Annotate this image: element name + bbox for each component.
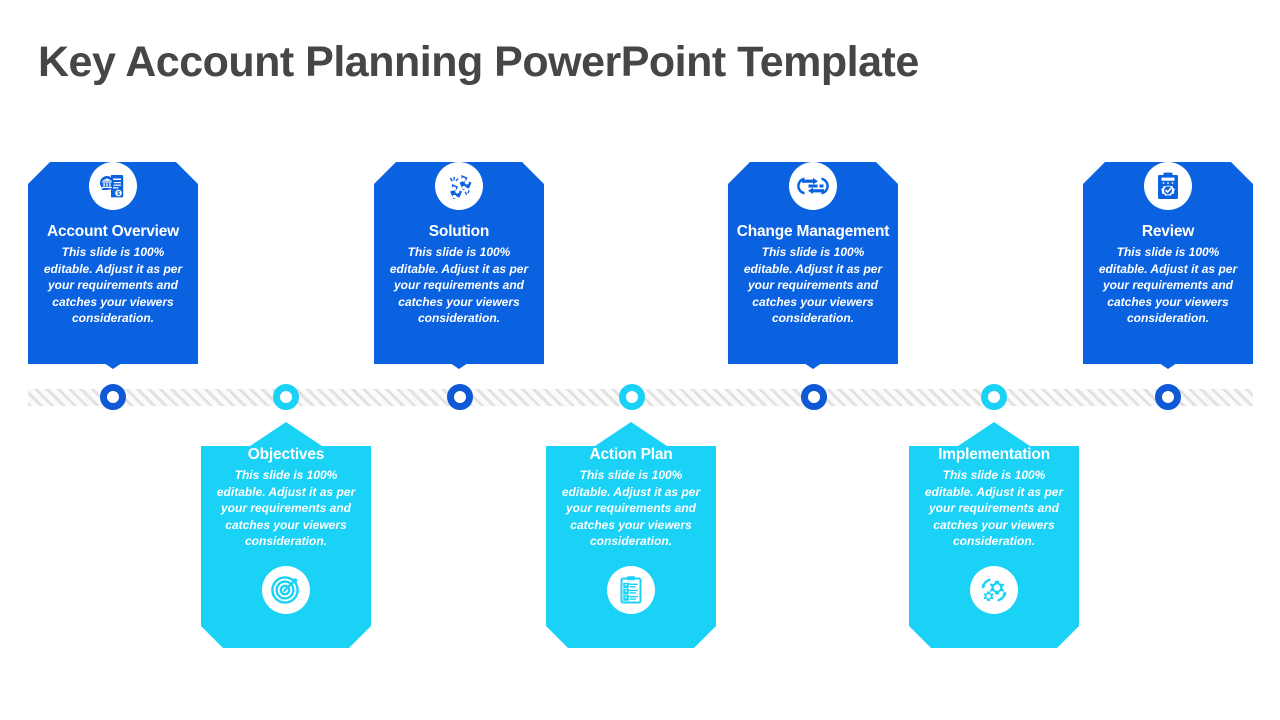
card-change-management[interactable]: Change Management This slide is 100% edi…	[728, 143, 898, 369]
card-body: Review This slide is 100% editable. Adju…	[1083, 162, 1253, 364]
gears-refresh-icon	[970, 565, 1018, 614]
card-body: Implementation This slide is 100% editab…	[909, 446, 1079, 648]
timeline-node-1[interactable]	[100, 384, 126, 410]
card-title: Objectives	[247, 446, 325, 463]
card-title: Action Plan	[589, 446, 673, 463]
card-body: $ Account Overview This slide is 100% ed…	[28, 162, 198, 364]
card-description: This slide is 100% editable. Adjust it a…	[216, 468, 356, 549]
clipboard-check-badge-icon	[1144, 162, 1192, 210]
timeline-node-5[interactable]	[801, 384, 827, 410]
card-review[interactable]: Review This slide is 100% editable. Adju…	[1083, 143, 1253, 369]
target-arrow-icon	[262, 565, 310, 614]
card-title: Change Management	[736, 223, 890, 240]
card-body: Objectives This slide is 100% editable. …	[201, 446, 371, 648]
node-ring-icon	[981, 384, 1007, 410]
card-body: Change Management This slide is 100% edi…	[728, 162, 898, 364]
gear-arrows-icon	[789, 162, 837, 210]
card-objectives[interactable]: Objectives This slide is 100% editable. …	[201, 422, 371, 648]
card-pointer	[250, 422, 322, 446]
timeline-node-3[interactable]	[447, 384, 473, 410]
card-description: This slide is 100% editable. Adjust it a…	[389, 245, 529, 326]
node-ring-icon	[1155, 384, 1181, 410]
node-ring-icon	[100, 384, 126, 410]
card-account-overview[interactable]: $ Account Overview This slide is 100% ed…	[28, 143, 198, 369]
card-description: This slide is 100% editable. Adjust it a…	[924, 468, 1064, 549]
card-solution[interactable]: Solution This slide is 100% editable. Ad…	[374, 143, 544, 369]
card-description: This slide is 100% editable. Adjust it a…	[743, 245, 883, 326]
checklist-clipboard-icon	[607, 565, 655, 614]
card-body: Solution This slide is 100% editable. Ad…	[374, 162, 544, 364]
node-ring-icon	[801, 384, 827, 410]
card-title: Account Overview	[46, 223, 180, 240]
node-ring-icon	[447, 384, 473, 410]
card-pointer	[958, 422, 1030, 446]
card-implementation[interactable]: Implementation This slide is 100% editab…	[909, 422, 1079, 648]
card-action-plan[interactable]: Action Plan This slide is 100% editable.…	[546, 422, 716, 648]
svg-text:$: $	[117, 191, 120, 197]
card-title: Implementation	[938, 446, 1050, 463]
card-title: Review	[1141, 223, 1195, 240]
invoice-document-icon: $	[89, 162, 137, 210]
timeline-node-4[interactable]	[619, 384, 645, 410]
card-body: Action Plan This slide is 100% editable.…	[546, 446, 716, 648]
timeline-node-6[interactable]	[981, 384, 1007, 410]
card-description: This slide is 100% editable. Adjust it a…	[561, 468, 701, 549]
page-title: Key Account Planning PowerPoint Template	[38, 38, 919, 86]
card-pointer	[595, 422, 667, 446]
node-ring-icon	[273, 384, 299, 410]
timeline-node-2[interactable]	[273, 384, 299, 410]
node-ring-icon	[619, 384, 645, 410]
card-description: This slide is 100% editable. Adjust it a…	[1098, 245, 1238, 326]
card-title: Solution	[428, 223, 490, 240]
puzzle-pieces-icon	[435, 162, 483, 210]
timeline-node-7[interactable]	[1155, 384, 1181, 410]
card-description: This slide is 100% editable. Adjust it a…	[43, 245, 183, 326]
